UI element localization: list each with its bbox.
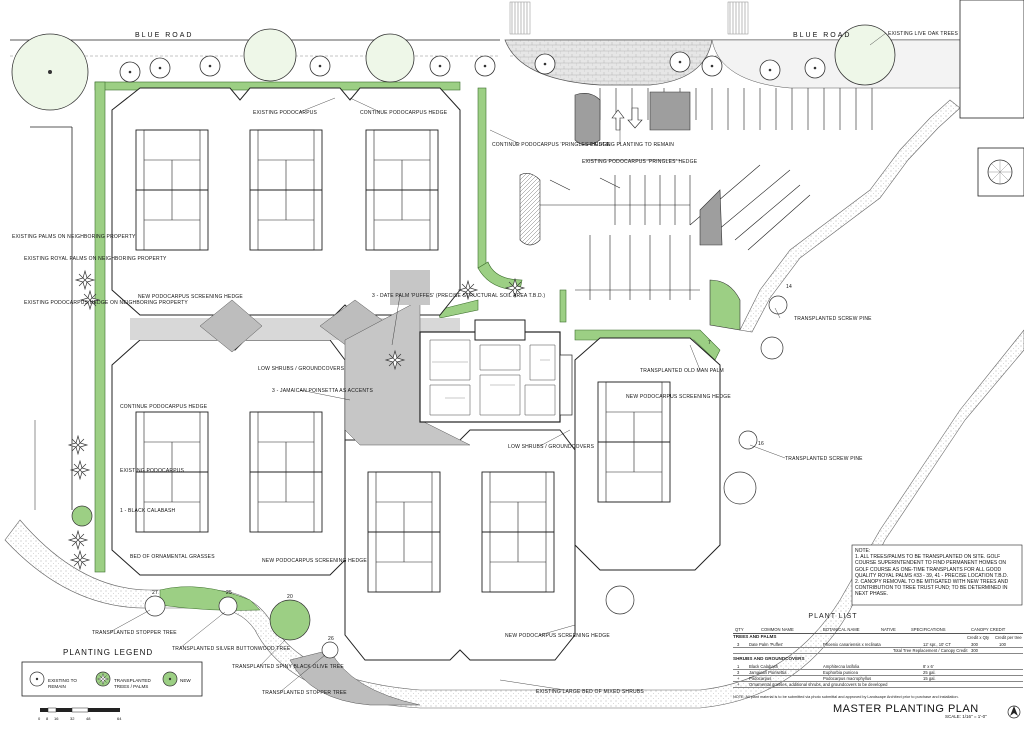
label-transplanted-silver: TRANSPLANTED SILVER BUTTONWOOD TREE xyxy=(172,646,291,652)
scale-label: 16 xyxy=(54,716,59,721)
shrub-row: + Ornamental grasses, additional shrubs,… xyxy=(733,681,1023,688)
central-plaza xyxy=(130,270,471,446)
tree-number: 25 xyxy=(226,590,232,596)
plant-list-header: QTY COMMON NAME BOTANICAL NAME NATIVE SP… xyxy=(733,627,1023,634)
credit-headers: Credit x Qty Credit per tree xyxy=(733,634,1023,640)
label-new-podo-screen-1: NEW PODOCARPUS SCREENING HEDGE xyxy=(138,294,243,300)
label-existing-planting: EXISTING PLANTING TO REMAIN xyxy=(590,142,674,148)
shrub-row: + Podocarpus Podocarpus macrophyllus 15 … xyxy=(733,675,1023,682)
scale-label: 8 xyxy=(46,716,49,721)
road-label-left: BLUE ROAD xyxy=(135,32,193,39)
header-common: COMMON NAME xyxy=(761,627,794,632)
parking-islands xyxy=(519,91,741,331)
tree-number: 14 xyxy=(786,284,792,290)
scale-label: 32 xyxy=(70,716,75,721)
trees-title: TREES AND PALMS xyxy=(733,634,777,639)
neighbor-building xyxy=(959,0,1024,197)
label-date-palm: 3 - DATE PALM 'PUFFES' (PRECISE STRUCTUR… xyxy=(372,293,545,299)
label-low-shrubs-1: LOW SHRUBS / GROUNDCOVERS xyxy=(258,366,345,372)
scale-bar xyxy=(40,707,120,713)
planting-legend-symbols xyxy=(21,661,203,697)
label-transplanted-screw-2: TRANSPLANTED SCREW PINE xyxy=(785,456,863,462)
label-continue-podocarpus-top: CONTINUE PODOCARPUS HEDGE xyxy=(360,110,448,116)
label-low-shrubs-2: LOW SHRUBS / GROUNDCOVERS xyxy=(508,444,595,450)
note-item: 1. ALL TREES/PALMS TO BE TRANSPLANTED ON… xyxy=(855,554,1009,579)
drive-arrows xyxy=(611,107,643,131)
header-qty: QTY xyxy=(735,627,744,632)
label-existing-royal-palms: EXISTING ROYAL PALMS ON NEIGHBORING PROP… xyxy=(24,256,167,262)
notes-title: NOTE: xyxy=(855,548,871,554)
tree-numbers: 14 16 7 27 25 20 26 xyxy=(152,284,792,642)
label-existing-podo-neighbor: EXISTING PODOCARPUS HEDGE ON NEIGHBORING… xyxy=(24,300,188,306)
legend-item-new: NEW xyxy=(180,678,191,683)
shrubs-title: SHRUBS AND GROUNDCOVERS xyxy=(733,656,805,661)
plant-list-footnote: NOTE: All plant material is to be submit… xyxy=(733,695,959,699)
label-transplanted-stopper-2: TRANSPLANTED STOPPER TREE xyxy=(262,690,347,696)
tree-number: 20 xyxy=(287,594,293,600)
label-transplanted-stopper-1: TRANSPLANTED STOPPER TREE xyxy=(92,630,177,636)
legend-item-transplanted: TRANSPLANTED TREES / PALMS xyxy=(114,678,151,689)
label-existing-podocarpus-left: EXISTING PODOCARPUS xyxy=(120,468,185,474)
header-canopy: CANOPY CREDIT xyxy=(971,627,1006,632)
label-existing-pringles: EXISTING PODOCARPUS 'PRINGLES' HEDGE xyxy=(582,159,698,165)
transplanted-trees xyxy=(71,295,788,659)
shrub-row: 3 Jamaican Poinsettia Euphorbia punicea … xyxy=(733,669,1023,676)
notes-box xyxy=(851,544,1023,606)
tree-row: 3 Date Palm 'Puffes' Phoenix canariensis… xyxy=(733,641,1023,648)
label-black-calabash: 1 - BLACK CALABASH xyxy=(120,508,175,514)
notes-panel: NOTE: 1. ALL TREES/PALMS TO BE TRANSPLAN… xyxy=(855,548,1021,598)
label-transplanted-screw-1: TRANSPLANTED SCREW PINE xyxy=(794,316,872,322)
tree-number: 26 xyxy=(328,636,334,642)
shrub-row: 1 Black Calabash Amphitecna latifolia 8'… xyxy=(733,663,1023,670)
label-continue-pringles: CONTINUE PODOCARPUS 'PRINGLES' HEDGE xyxy=(492,142,610,148)
credit-qty-header: Credit x Qty xyxy=(967,634,990,640)
label-transplanted-spiny: TRANSPLANTED SPINY BLACK OLIVE TREE xyxy=(232,664,344,670)
credit-per-header: Credit per tree xyxy=(995,634,1022,640)
tree-number: 27 xyxy=(152,590,158,596)
label-existing-large-bed: EXISTING LARGE BED OF MIXED SHRUBS xyxy=(536,689,644,695)
label-new-podo-screen-3: NEW PODOCARPUS SCREENING HEDGE xyxy=(262,558,367,564)
leader-lines xyxy=(109,32,887,693)
north-arrow-icon xyxy=(1007,705,1021,719)
legend-item-existing: EXISTING TO REMAIN xyxy=(48,678,77,689)
header-native: NATIVE xyxy=(881,627,896,632)
scale-label: 48 xyxy=(86,716,91,721)
label-existing-podocarpus-top: EXISTING PODOCARPUS xyxy=(253,110,318,116)
note-item: 2. CANOPY REMOVAL TO BE MITIGATED WITH N… xyxy=(855,579,1009,598)
label-existing-palms-neighbor: EXISTING PALMS ON NEIGHBORING PROPERTY xyxy=(12,234,136,240)
label-existing-live-oak: EXISTING LIVE OAK TREES xyxy=(888,31,959,37)
legend-title: PLANTING LEGEND xyxy=(63,648,154,657)
scale-label: 64 xyxy=(117,716,122,721)
parking-lot xyxy=(540,88,873,300)
road-trees xyxy=(11,24,896,111)
label-bed-ornamental: BED OF ORNAMENTAL GRASSES xyxy=(130,554,215,560)
clubhouse xyxy=(419,319,573,423)
label-jamaican-poinsettia: 3 - JAMAICAN POINSETTA AS ACCENTS xyxy=(272,388,373,394)
label-transplanted-old-man: TRANSPLANTED OLD MAN PALM xyxy=(640,368,724,374)
neighbor-left xyxy=(30,126,73,510)
annotation-labels: EXISTING LIVE OAK TREES EXISTING PODOCAR… xyxy=(12,31,959,696)
header-botanical: BOTANICAL NAME xyxy=(823,627,860,632)
total-row: Total Tree Replacement / Canopy Credit 3… xyxy=(733,647,1023,654)
label-continue-podocarpus-left: CONTINUE PODOCARPUS HEDGE xyxy=(120,404,208,410)
plant-list: PLANT LIST QTY COMMON NAME BOTANICAL NAM… xyxy=(733,613,1023,703)
tree-number: 16 xyxy=(758,441,764,447)
label-new-podo-screen-2: NEW PODOCARPUS SCREENING HEDGE xyxy=(626,394,731,400)
road-label-right: BLUE ROAD xyxy=(793,32,851,39)
header-spec: SPECIFICATIONS xyxy=(911,627,946,632)
scale-label: 0 xyxy=(38,716,41,721)
tree-number: 7 xyxy=(708,340,711,346)
plant-list-title: PLANT LIST xyxy=(808,613,858,620)
drawing-title: MASTER PLANTING PLAN xyxy=(833,703,979,715)
crosswalk xyxy=(509,1,749,35)
drawing-scale: SCALE: 1/16" = 1'-0" xyxy=(945,714,987,719)
label-new-podo-screen-4: NEW PODOCARPUS SCREENING HEDGE xyxy=(505,633,610,639)
